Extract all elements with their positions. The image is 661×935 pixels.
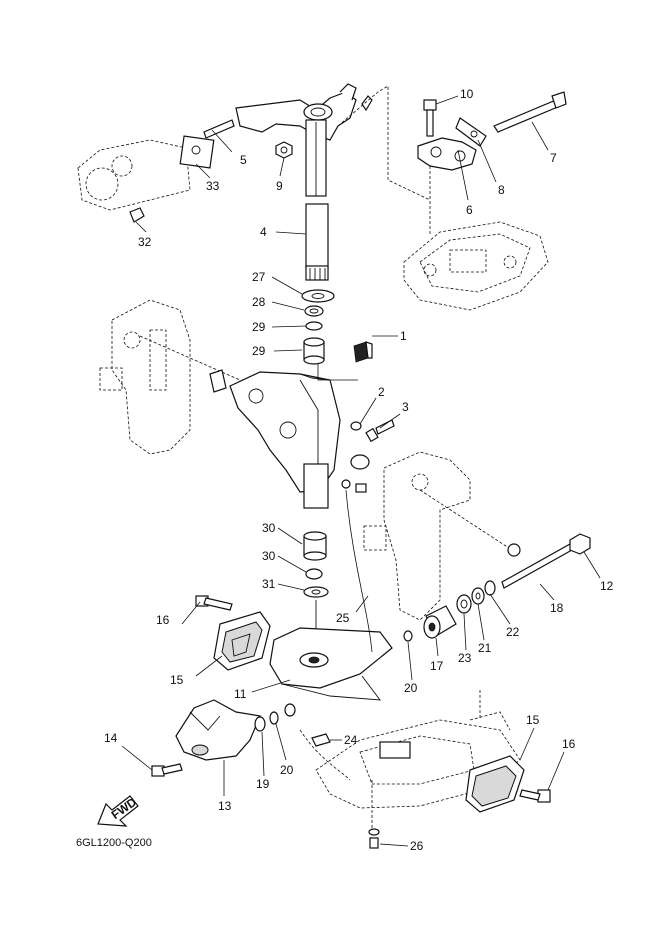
mount-base-plate: [403, 221, 549, 311]
callout-33: 33: [206, 179, 220, 193]
right-clamp-bracket: [363, 451, 521, 621]
callout-9: 9: [276, 179, 283, 193]
callout-6: 6: [466, 203, 473, 217]
callout-20-lower: 20: [280, 763, 294, 777]
callout-17: 17: [430, 659, 444, 673]
rubber-mount-17-and-washers: [423, 580, 496, 639]
callout-30-upper: 29: [252, 320, 266, 334]
small-parts-cluster: [341, 454, 370, 493]
callout-15-right: 15: [526, 713, 540, 727]
through-bolt-18-nut-12: [501, 533, 591, 589]
callout-26: 26: [410, 839, 424, 853]
callout-4: 4: [260, 225, 267, 239]
callout-3: 3: [402, 400, 409, 414]
fwd-arrow-icon: FWD: [97, 795, 140, 827]
callout-13: 13: [218, 799, 232, 813]
left-clamp-bracket: [99, 299, 241, 455]
callout-16-upper: 16: [156, 613, 170, 627]
screw-26: [368, 828, 380, 849]
nut-9: [275, 141, 293, 159]
callout-1: 1: [400, 329, 407, 343]
callout-31: 31: [262, 577, 276, 591]
washers-19-20: [254, 703, 296, 732]
rubber-pad-1: [353, 341, 373, 363]
steering-bracket-assembly: [235, 83, 431, 201]
washer-2-bolt-3: [350, 419, 395, 443]
callout-12: 12: [600, 579, 614, 593]
callout-28: 28: [252, 295, 266, 309]
callout-27: 27: [252, 270, 266, 284]
callout-8: 8: [498, 183, 505, 197]
callout-19: 19: [256, 777, 270, 791]
callout-15-left: 15: [170, 673, 184, 687]
callout-23: 23: [458, 651, 472, 665]
swivel-bracket: [209, 364, 358, 509]
clip-24: [311, 733, 331, 747]
leader-lines: [121, 95, 601, 847]
callout-21: 21: [478, 641, 492, 655]
bolt-14: [151, 763, 183, 777]
callout-5: 5: [240, 153, 247, 167]
callout-25: 25: [336, 611, 350, 625]
diagram-code: 6GL1200-Q200: [76, 837, 152, 849]
lower-washer-stack: [303, 531, 329, 650]
bolt-16-lower: [519, 789, 551, 803]
callout-24: 24: [344, 733, 358, 747]
cover-15-left: [213, 611, 271, 671]
cover-15-right: [465, 755, 525, 813]
wire-25: [345, 489, 373, 653]
callout-11: 11: [234, 687, 247, 701]
fwd-arrow-label: FWD: [109, 795, 140, 822]
steering-shaft-4: [305, 203, 329, 281]
washer-20-right: [403, 630, 413, 642]
callout-10: 10: [460, 87, 474, 101]
callout-2: 2: [378, 385, 385, 399]
callout-7: 7: [550, 151, 557, 165]
callout-29-upper: 29: [252, 344, 266, 358]
callout-labels: 1 2 3 4 5 6 7 8 9 10 11 12 13 14 15 15 1…: [104, 87, 614, 853]
upper-left-clamp-assembly: [77, 119, 235, 223]
upper-washer-stack: [301, 289, 335, 365]
lower-mount-cover-11: [269, 627, 393, 701]
upper-right-bracket-assembly: [417, 91, 567, 236]
front-cover-13: [175, 699, 261, 761]
callout-14: 14: [104, 731, 118, 745]
callout-18: 18: [550, 601, 564, 615]
callout-30-lower: 30: [262, 549, 276, 563]
callout-20-right: 20: [404, 681, 418, 695]
bolt-16-upper: [195, 595, 233, 611]
callout-29-lower: 30: [262, 521, 276, 535]
callout-16-lower: 16: [562, 737, 576, 751]
callout-22: 22: [506, 625, 520, 639]
callout-32: 32: [138, 235, 152, 249]
